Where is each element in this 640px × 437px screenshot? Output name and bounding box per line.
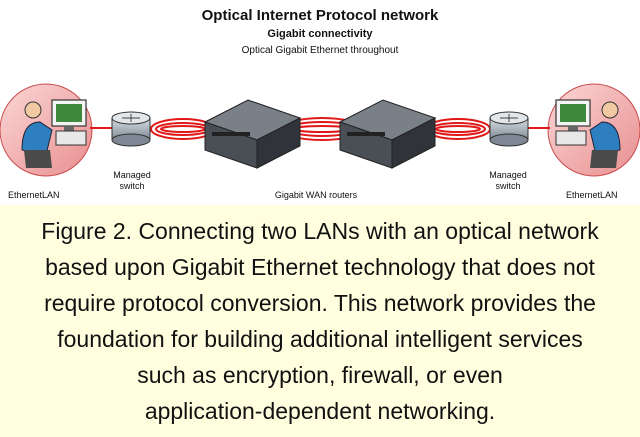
- network-diagram: Optical Internet Protocol network Gigabi…: [0, 0, 640, 205]
- caption-line-3: require protocol conversion. This networ…: [44, 290, 596, 316]
- diagram-subtitle: Gigabit connectivity: [267, 28, 373, 40]
- ethernet-lan-left-label: EthernetLAN: [8, 190, 60, 200]
- optical-link-right: [425, 118, 491, 140]
- figure-caption: Figure 2. Connecting two LANs with an op…: [0, 205, 640, 437]
- gigabit-wan-router-1-icon: [203, 99, 302, 169]
- managed-switch-left-label-2: switch: [119, 181, 144, 191]
- caption-line-1: Figure 2. Connecting two LANs with an op…: [41, 218, 599, 244]
- managed-switch-right-label-1: Managed: [489, 170, 527, 180]
- diagram-subtitle-2: Optical Gigabit Ethernet throughout: [242, 45, 399, 56]
- managed-switch-left-icon: [111, 111, 151, 147]
- caption-line-2: based upon Gigabit Ethernet technology t…: [45, 254, 595, 280]
- caption-line-6: application-dependent networking.: [144, 398, 496, 424]
- diagram-title: Optical Internet Protocol network: [202, 7, 439, 24]
- managed-switch-right-label-2: switch: [495, 181, 520, 191]
- wan-routers-label: Gigabit WAN routers: [275, 190, 358, 200]
- caption-line-4: foundation for building additional intel…: [57, 326, 583, 352]
- gigabit-wan-router-2-icon: [338, 99, 437, 169]
- managed-switch-right-icon: [489, 111, 529, 147]
- workstation-left-icon: [21, 99, 87, 168]
- caption-line-5: such as encryption, firewall, or even: [137, 362, 503, 388]
- managed-switch-left-label-1: Managed: [113, 170, 151, 180]
- workstation-right-icon: [555, 99, 621, 168]
- ethernet-lan-right-label: EthernetLAN: [566, 190, 618, 200]
